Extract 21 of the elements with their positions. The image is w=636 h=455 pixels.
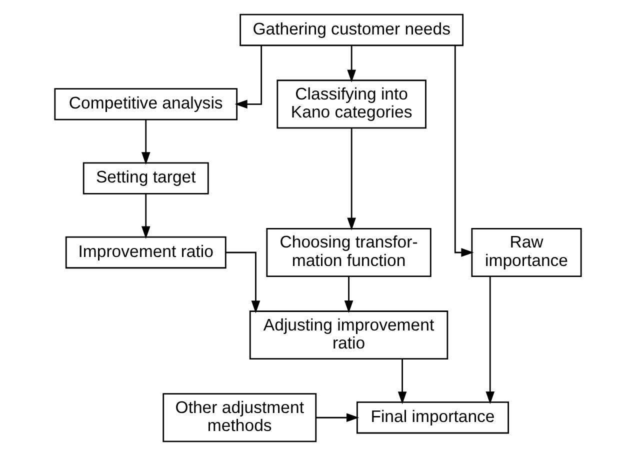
node-box: Raw importance bbox=[471, 228, 582, 276]
node-box: Final importance bbox=[356, 401, 510, 434]
node-box: Adjusting improvement ratio bbox=[249, 310, 448, 360]
node-box: Competitive analysis bbox=[54, 88, 238, 120]
arrow bbox=[141, 194, 150, 238]
node-box: Choosing transfor- mation function bbox=[266, 228, 432, 276]
node-box: Gathering customer needs bbox=[240, 13, 464, 46]
arrow bbox=[398, 358, 407, 404]
node-box: Setting target bbox=[82, 162, 209, 194]
node-box: Other adjustment methods bbox=[162, 392, 317, 442]
arrow bbox=[347, 45, 356, 82]
node-box: Classifying into Kano categories bbox=[276, 79, 426, 128]
node-box: Improvement ratio bbox=[65, 236, 226, 268]
arrow bbox=[141, 119, 150, 164]
arrow bbox=[347, 128, 356, 230]
arrow bbox=[344, 276, 354, 313]
arrow bbox=[234, 45, 262, 108]
arrow bbox=[226, 251, 260, 313]
arrow bbox=[454, 45, 474, 256]
arrow bbox=[316, 412, 360, 422]
arrow bbox=[486, 276, 495, 404]
